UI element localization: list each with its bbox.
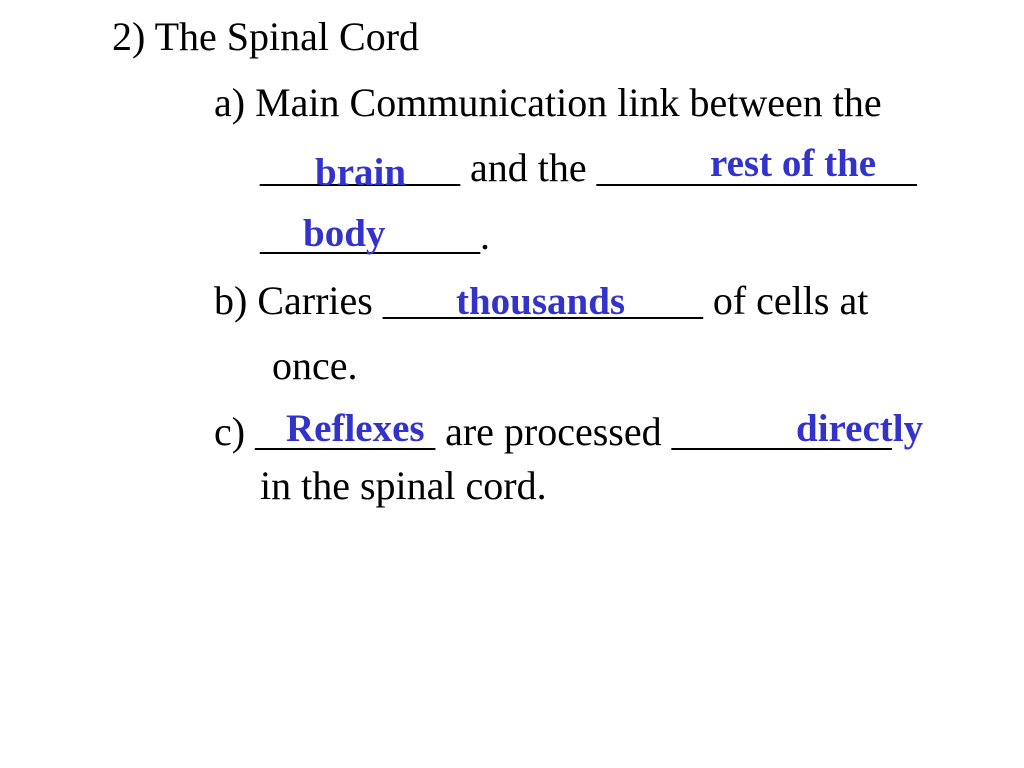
item-b-line-2: once. <box>272 343 358 388</box>
item-a-line-1: a) Main Communication link between the <box>214 80 882 125</box>
answer-rest-of-the: rest of the <box>710 142 877 185</box>
answer-directly: directly <box>796 407 924 450</box>
slide-title: 2) The Spinal Cord <box>112 14 420 59</box>
item-c-line-2: in the spinal cord. <box>260 463 547 508</box>
answer-body: body <box>303 212 386 255</box>
item-c-line-1: c) _________ are processed ___________ <box>214 409 892 454</box>
item-a-line-3: ___________. <box>260 213 490 258</box>
answer-thousands: thousands <box>456 280 626 323</box>
answer-brain: brain <box>315 151 407 194</box>
item-b-line-1: b) Carries ________________ of cells at <box>214 278 869 323</box>
item-a-line-2: __________ and the ________________ <box>260 145 917 190</box>
answer-reflexes: Reflexes <box>286 407 425 450</box>
